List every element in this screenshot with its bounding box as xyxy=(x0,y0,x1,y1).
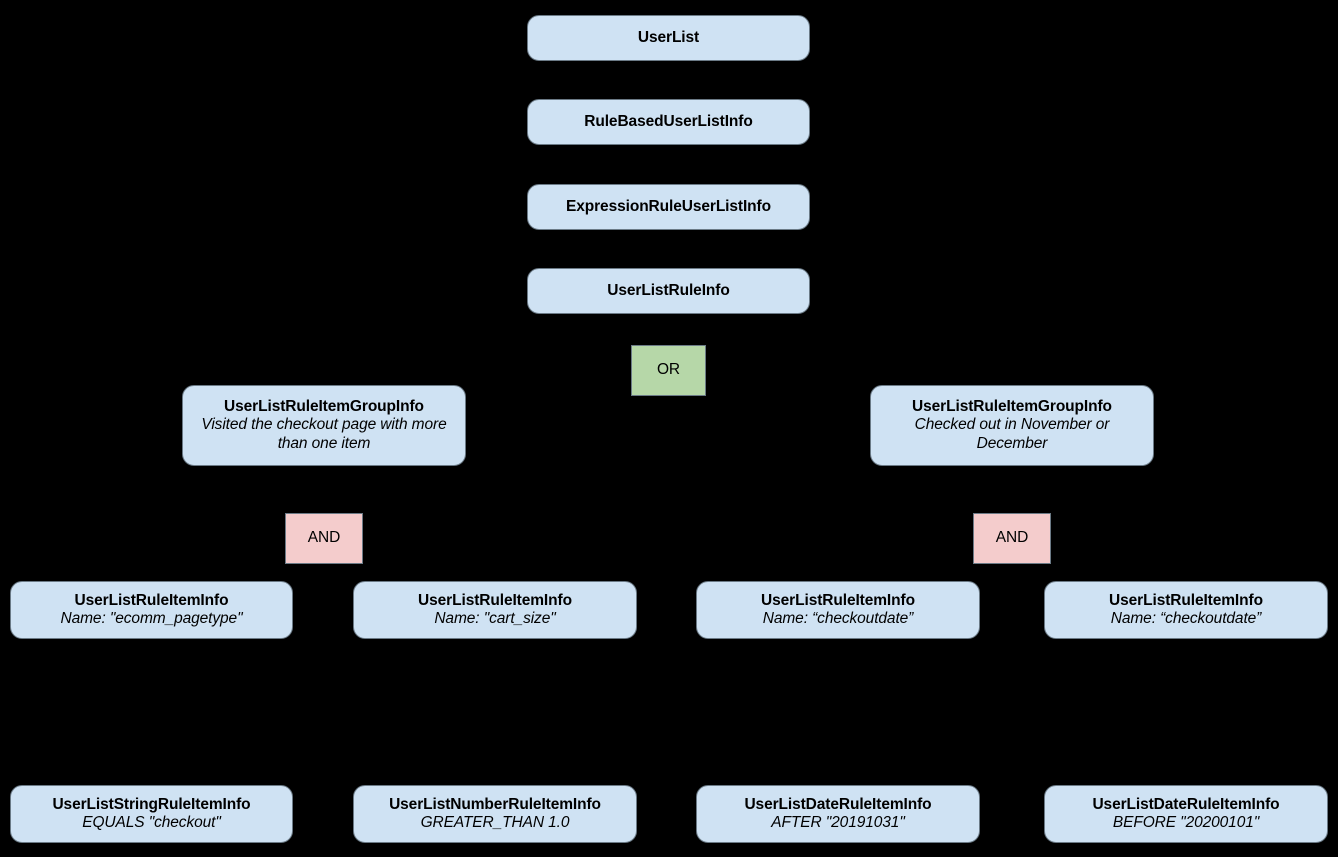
node-title: UserListRuleInfo xyxy=(607,281,730,299)
node-subtitle: Name: "cart_size" xyxy=(434,610,556,627)
node-title: UserListRuleItemGroupInfo xyxy=(912,398,1112,416)
node-or-operator[interactable]: OR xyxy=(631,345,706,396)
node-subtitle: Name: "ecomm_pagetype" xyxy=(60,610,243,627)
node-subtitle: Name: “checkoutdate” xyxy=(1110,610,1262,627)
node-title: UserListRuleItemInfo xyxy=(74,591,229,609)
node-subtitle: Checked out in November or December xyxy=(914,416,1110,452)
node-title: RuleBasedUserListInfo xyxy=(584,112,753,130)
edge-and-operator-right-to-rule-item-checkoutdate-after xyxy=(832,563,1013,581)
node-and-operator-left[interactable]: AND xyxy=(285,513,363,564)
node-title: UserListNumberRuleItemInfo xyxy=(389,795,601,813)
node-user-list[interactable]: UserList xyxy=(527,15,810,61)
node-subtitle: AFTER "20191031" xyxy=(771,814,905,831)
node-subtitle: BEFORE "20200101" xyxy=(1112,814,1260,831)
edge-and-operator-right-to-rule-item-checkoutdate-before xyxy=(1011,563,1192,581)
node-title: AND xyxy=(995,529,1029,547)
node-title: UserList xyxy=(637,28,700,46)
edge-and-operator-left-to-rule-item-cart-size xyxy=(323,563,501,581)
node-title: UserListRuleItemInfo xyxy=(761,591,915,609)
node-subtitle: EQUALS "checkout" xyxy=(82,814,221,831)
node-and-operator-right[interactable]: AND xyxy=(973,513,1051,564)
node-title: ExpressionRuleUserListInfo xyxy=(566,197,771,215)
edge-and-operator-left-to-rule-item-ecomm-pagetype xyxy=(145,563,325,581)
node-title: AND xyxy=(307,529,341,547)
node-subtitle: Name: “checkoutdate” xyxy=(762,610,914,627)
node-title: UserListStringRuleItemInfo xyxy=(52,795,251,813)
node-title: UserListDateRuleItemInfo xyxy=(744,795,932,813)
node-expression-rule-user-list-info[interactable]: ExpressionRuleUserListInfo xyxy=(527,184,810,230)
node-subtitle: Visited the checkout page with more than… xyxy=(201,416,447,452)
node-subtitle: GREATER_THAN 1.0 xyxy=(420,814,570,831)
node-user-list-rule-info[interactable]: UserListRuleInfo xyxy=(527,268,810,314)
node-rule-based-user-list-info[interactable]: RuleBasedUserListInfo xyxy=(527,99,810,145)
node-title: UserListDateRuleItemInfo xyxy=(1092,795,1280,813)
node-title: UserListRuleItemInfo xyxy=(1109,591,1263,609)
node-title: OR xyxy=(656,361,681,379)
node-title: UserListRuleItemInfo xyxy=(418,591,572,609)
node-title: UserListRuleItemGroupInfo xyxy=(224,398,424,416)
